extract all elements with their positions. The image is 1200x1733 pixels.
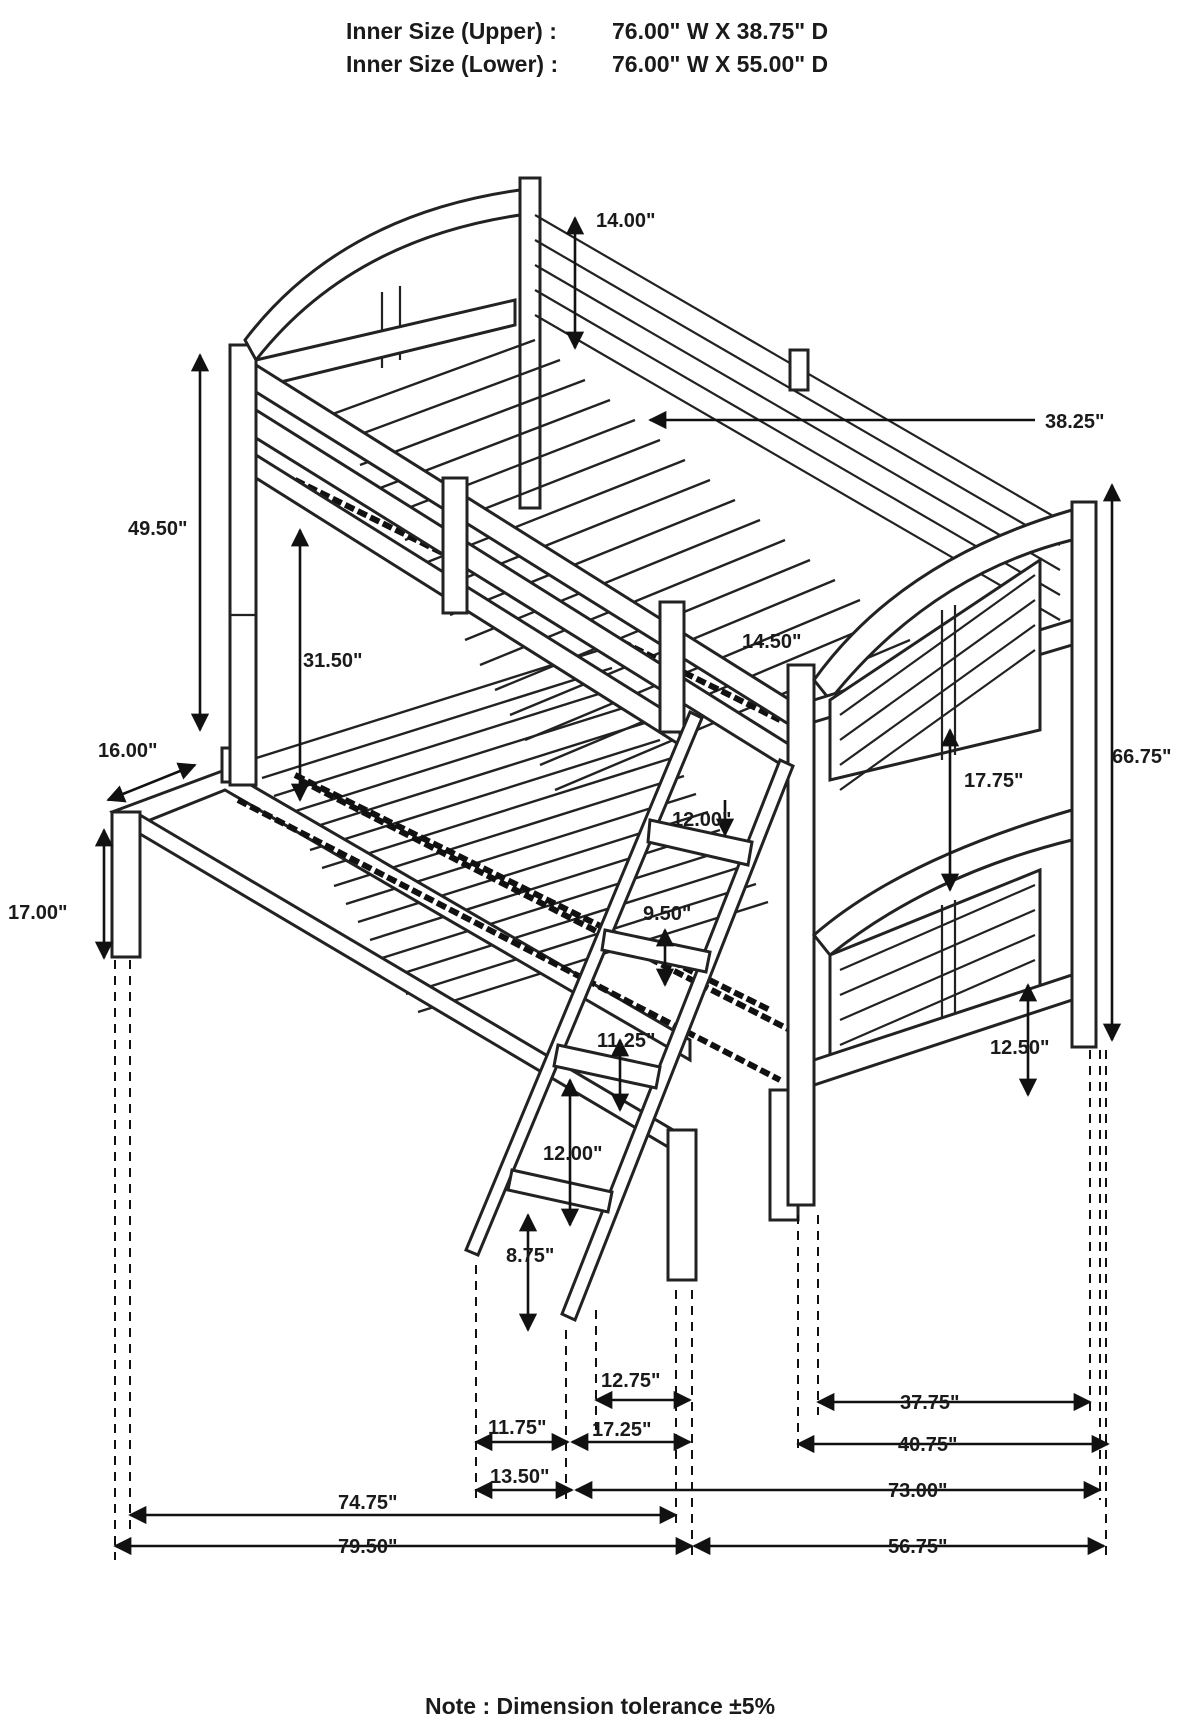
label-ladder-bottom: 8.75" [506,1245,554,1267]
label-ladder-rung-b: 11.25" [597,1030,655,1052]
label-ladder-step-top: 12.00" [672,809,732,831]
ladder [464,709,795,1323]
label-overall-height: 66.75" [1112,746,1172,768]
label-ladder-base: 11.75" [488,1417,546,1439]
label-lower-guard-width: 16.00" [98,740,158,762]
label-upper-height: 49.50" [128,518,188,540]
right-footboards [786,500,1098,1207]
inner-size-upper-label: Inner Size (Upper) : [346,18,557,44]
upper-back-rails [534,214,1061,621]
label-lower-length: 74.75" [338,1492,398,1514]
label-bunk-gap: 17.75" [964,770,1024,792]
label-ladder-depth: 13.50" [490,1466,550,1488]
label-guard-gap: 14.50" [742,631,802,653]
tolerance-note: Note : Dimension tolerance ±5% [424,1693,776,1719]
dimension-arrows [94,216,1122,1560]
label-lower-clearance: 31.50" [303,650,363,672]
label-ladder-rung-a: 9.50" [643,903,691,925]
bed-line-art [109,176,1098,1323]
label-overall-width: 56.75" [888,1536,948,1558]
inner-size-upper-value: 76.00" W X 38.75" D [612,18,829,44]
label-footboard-clearance: 12.50" [990,1037,1050,1059]
upper-headboard [243,188,522,390]
label-ladder-span: 17.25" [592,1419,652,1441]
label-upper-guard-height: 14.00" [596,210,656,232]
lower-bed-slats [249,648,769,1014]
label-lower-side-height: 17.00" [8,902,68,924]
inner-size-lower-value: 76.00" W X 55.00" D [612,51,829,77]
upper-front-guard [254,362,792,773]
inner-size-lower-label: Inner Size (Lower) : [346,51,559,77]
label-end-lower: 40.75" [898,1434,958,1456]
label-end-upper: 37.75" [900,1392,960,1414]
label-upper-inner-width: 38.25" [1045,411,1105,433]
label-ladder-offset: 12.75" [601,1370,661,1392]
label-overall-length: 79.50" [338,1536,398,1558]
dimension-labels: 14.00" 38.25" 49.50" 31.50" 14.50" 16.00… [8,210,1172,1558]
upper-bed-slats [293,338,911,792]
label-ladder-step-bottom: 12.00" [543,1143,603,1165]
label-upper-length: 73.00" [888,1480,948,1502]
